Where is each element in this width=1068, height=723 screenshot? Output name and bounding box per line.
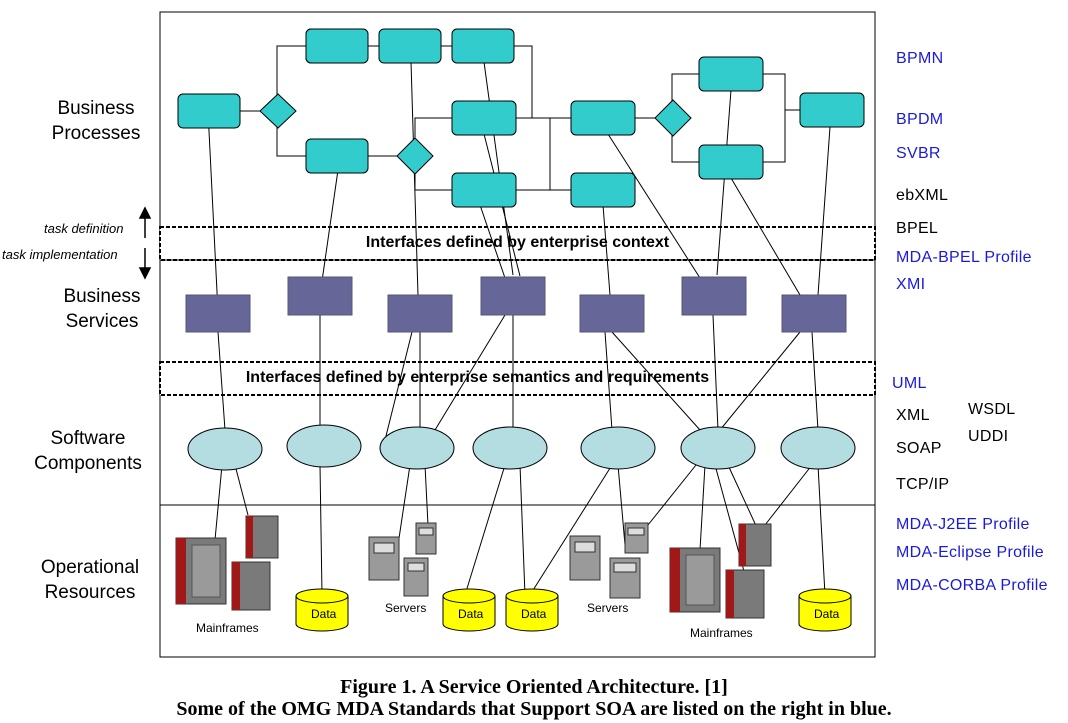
servers-label: Servers xyxy=(587,601,629,615)
enterprise-semantics-band xyxy=(159,361,876,396)
layer-label-software-components: Software Components xyxy=(18,426,158,476)
software-component xyxy=(379,426,455,470)
data-label: Data xyxy=(521,607,547,621)
task-implementation-note: task implementation xyxy=(2,247,118,262)
diagram-frame xyxy=(159,11,876,658)
mainframes-label: Mainframes xyxy=(196,621,259,635)
process-task xyxy=(451,172,517,208)
mainframes-label: Mainframes xyxy=(690,626,753,640)
data-label: Data xyxy=(458,607,484,621)
process-task xyxy=(799,92,865,128)
layer-label-line: Operational xyxy=(40,557,140,578)
business-service xyxy=(287,276,353,316)
process-task xyxy=(698,56,764,92)
decision-diamond xyxy=(654,99,692,137)
software-component xyxy=(680,426,756,470)
task-arrows xyxy=(138,206,152,280)
standard-tcpip: TCP/IP xyxy=(896,476,950,493)
standard-wsdl: WSDL xyxy=(968,401,1016,418)
layer-label-line: Business xyxy=(63,286,141,307)
standard-ebxml: ebXML xyxy=(896,187,949,204)
server-icon xyxy=(368,522,437,597)
standard-mda-j2ee: MDA-J2EE Profile xyxy=(896,516,1030,533)
process-boxes xyxy=(177,28,865,208)
mapping-lines xyxy=(207,61,831,596)
business-service xyxy=(185,294,251,333)
process-task xyxy=(570,100,636,136)
data-cylinder xyxy=(442,588,496,632)
standard-bpel: BPEL xyxy=(896,220,939,237)
standard-mda-eclipse: MDA-Eclipse Profile xyxy=(896,544,1044,561)
business-service xyxy=(480,276,546,316)
standard-svbr: SVBR xyxy=(896,145,941,162)
software-component xyxy=(187,427,263,471)
business-service xyxy=(681,276,747,316)
figure-caption-line2: Some of the OMG MDA Standards that Suppo… xyxy=(176,698,892,720)
standard-uml: UML xyxy=(892,375,927,392)
layer-label-line: Resources xyxy=(44,582,136,603)
standard-xmi: XMI xyxy=(896,276,926,293)
decision-diamond xyxy=(259,93,297,129)
data-cylinder xyxy=(798,588,852,632)
mainframe-icon xyxy=(669,523,772,619)
business-service xyxy=(387,294,453,333)
software-component xyxy=(580,426,656,470)
process-task xyxy=(698,144,764,180)
mainframe-icon xyxy=(175,515,279,611)
standard-mda-corba: MDA-CORBA Profile xyxy=(896,577,1048,594)
server-icon xyxy=(569,522,649,599)
software-component xyxy=(472,426,548,470)
data-cylinder xyxy=(505,588,559,632)
business-service xyxy=(781,294,847,333)
task-definition-note: task definition xyxy=(44,221,124,236)
layer-label-line: Components xyxy=(34,453,142,474)
process-task xyxy=(378,28,442,64)
process-task xyxy=(305,28,369,64)
process-task xyxy=(451,28,515,64)
enterprise-context-label: Interfaces defined by enterprise context xyxy=(365,234,670,251)
layer-label-line: Processes xyxy=(51,123,141,144)
process-task xyxy=(451,100,517,136)
enterprise-context-band xyxy=(159,226,876,261)
standard-xml: XML xyxy=(896,407,930,424)
data-label: Data xyxy=(311,607,337,621)
down-arrow-icon xyxy=(138,267,152,280)
decision-diamond xyxy=(396,137,434,175)
up-arrow-icon xyxy=(138,206,152,219)
layer-label-business-services: Business Services xyxy=(42,284,162,334)
process-task xyxy=(570,172,636,208)
standard-mda-bpel: MDA-BPEL Profile xyxy=(896,249,1032,266)
component-shapes xyxy=(187,424,856,471)
standard-bpdm: BPDM xyxy=(896,111,944,128)
software-component xyxy=(286,424,362,468)
data-label: Data xyxy=(814,607,840,621)
layer-label-operational-resources: Operational Resources xyxy=(18,555,162,605)
data-stores xyxy=(295,588,852,632)
data-cylinder xyxy=(295,588,349,632)
layer-label-business-processes: Business Processes xyxy=(36,96,156,146)
layer-label-line: Business xyxy=(57,98,135,119)
enterprise-semantics-label: Interfaces defined by enterprise semanti… xyxy=(245,369,710,386)
layer-label-line: Software xyxy=(50,428,126,449)
layer-label-line: Services xyxy=(65,311,139,332)
servers-label: Servers xyxy=(385,601,427,615)
figure-caption-line1: Figure 1. A Service Oriented Architectur… xyxy=(340,676,728,698)
standard-bpmn: BPMN xyxy=(896,50,944,67)
software-component xyxy=(780,426,856,470)
decision-gateways xyxy=(259,93,692,175)
service-boxes xyxy=(185,276,847,333)
standard-uddi: UDDI xyxy=(968,428,1009,445)
standard-soap: SOAP xyxy=(896,440,942,457)
process-task xyxy=(305,138,369,174)
process-task xyxy=(177,93,241,129)
business-service xyxy=(579,294,645,333)
